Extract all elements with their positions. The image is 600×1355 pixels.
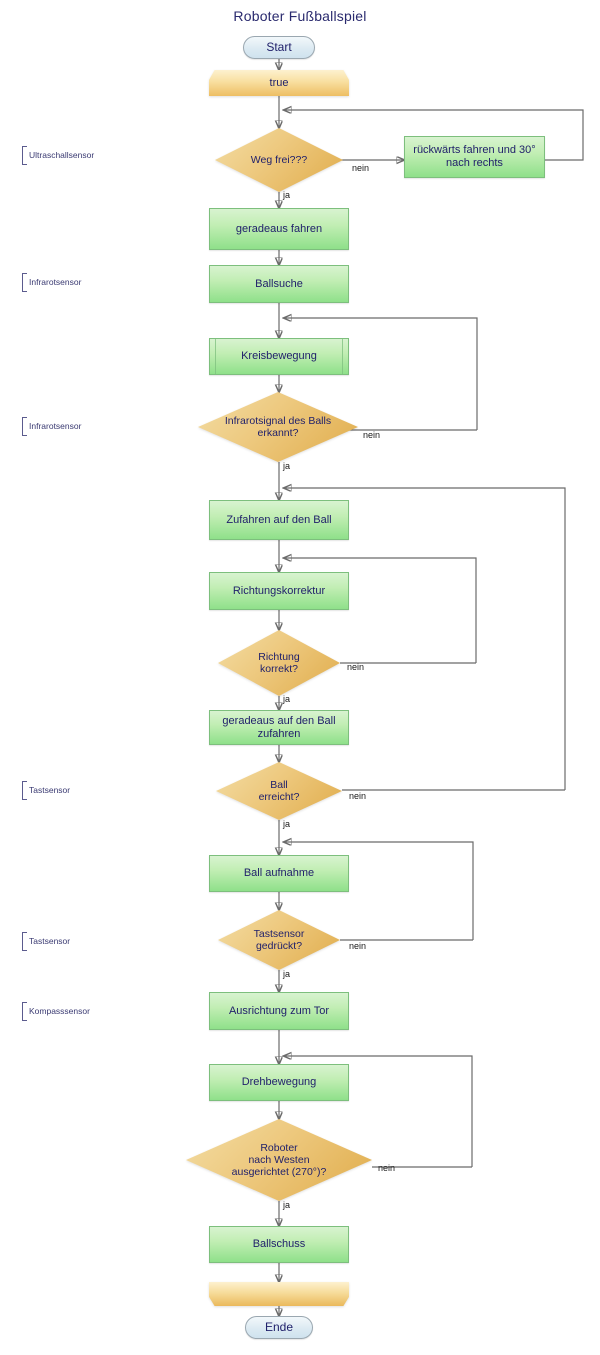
node-loop-end[interactable] xyxy=(209,1282,349,1306)
node-geradeaus-auf-den-ball-zufahren[interactable]: geradeaus auf den Ball zufahren xyxy=(209,710,349,745)
loop-end-shape xyxy=(209,1282,349,1306)
node-zufahren-auf-den-ball[interactable]: Zufahren auf den Ball xyxy=(209,500,349,540)
node-ballschuss-label: Ballschuss xyxy=(252,1238,306,1251)
edge-label-weg-frei-ja: ja xyxy=(283,190,291,200)
decision-shape xyxy=(186,1119,372,1201)
node-richtungskorrektur-label: Richtungskorrektur xyxy=(232,584,326,597)
node-ausrichtung-zum-tor-label: Ausrichtung zum Tor xyxy=(228,1004,330,1017)
edge-label-richtung-ja: ja xyxy=(283,694,291,704)
edge-label-tastsensor-nein: nein xyxy=(349,941,367,951)
edge-label-westen-ja: ja xyxy=(283,1200,291,1210)
node-kreisbewegung[interactable]: Kreisbewegung xyxy=(209,338,349,375)
sensor-text: Infrarotsensor xyxy=(29,277,82,287)
sensor-text: Tastsensor xyxy=(29,936,71,946)
node-ballsuche[interactable]: Ballsuche xyxy=(209,265,349,303)
node-drehbewegung[interactable]: Drehbewegung xyxy=(209,1064,349,1101)
edge-label-ball-erreicht-ja: ja xyxy=(283,819,291,829)
node-kreisbewegung-label: Kreisbewegung xyxy=(241,350,317,363)
node-ballschuss[interactable]: Ballschuss xyxy=(209,1226,349,1263)
node-roboter-nach-westen[interactable]: Roboter nach Westen ausgerichtet (270°)? xyxy=(186,1119,372,1201)
node-geradeaus-fahren[interactable]: geradeaus fahren xyxy=(209,208,349,250)
node-ballsuche-label: Ballsuche xyxy=(255,277,303,290)
node-ball-erreicht[interactable]: Ball erreicht? xyxy=(216,762,342,820)
edge-label-tastsensor-ja: ja xyxy=(283,969,291,979)
edge-label-weg-frei-nein: nein xyxy=(352,163,370,173)
edge-label-westen-nein: nein xyxy=(378,1163,396,1173)
sensor-label-ultraschallsensor: Ultraschallsensor xyxy=(22,146,95,164)
node-drehbewegung-label: Drehbewegung xyxy=(241,1076,317,1089)
node-rueckwaerts-fahren[interactable]: rückwärts fahren und 30° nach rechts xyxy=(404,136,545,178)
sensor-text: Ultraschallsensor xyxy=(29,150,95,160)
page-title: Roboter Fußballspiel xyxy=(233,8,367,24)
node-start-label: Start xyxy=(266,39,292,54)
node-tastsensor-gedrueckt[interactable]: Tastsensor gedrückt? xyxy=(218,910,340,970)
sensor-text: Tastsensor xyxy=(29,785,71,795)
node-start[interactable]: Start xyxy=(243,36,315,59)
node-ende-label: Ende xyxy=(264,1319,294,1334)
decision-shape xyxy=(198,392,358,462)
sensor-text: Infrarotsensor xyxy=(29,421,82,431)
node-geradeaus-fahren-label: geradeaus fahren xyxy=(235,222,323,235)
edge-label-infrarot-nein: nein xyxy=(363,430,381,440)
edge-label-infrarot-ja: ja xyxy=(283,461,291,471)
sensor-label-infrarotsensor-1: Infrarotsensor xyxy=(22,273,82,291)
decision-shape xyxy=(215,128,343,192)
node-ende[interactable]: Ende xyxy=(245,1316,313,1339)
node-zufahren-auf-den-ball-label: Zufahren auf den Ball xyxy=(226,513,332,526)
node-ball-aufnahme[interactable]: Ball aufnahme xyxy=(209,855,349,892)
sensor-label-kompasssensor: Kompasssensor xyxy=(22,1002,90,1020)
node-ausrichtung-zum-tor[interactable]: Ausrichtung zum Tor xyxy=(209,992,349,1030)
node-richtung-korrekt[interactable]: Richtung korrekt? xyxy=(218,630,340,696)
loop-start-shape xyxy=(209,70,349,96)
sensor-label-infrarotsensor-2: Infrarotsensor xyxy=(22,417,82,435)
node-weg-frei[interactable]: Weg frei??? xyxy=(215,128,343,192)
node-geradeaus-auf-den-ball-zufahren-label: geradeaus auf den Ball zufahren xyxy=(222,714,336,740)
node-rueckwaerts-fahren-label: rückwärts fahren und 30° nach rechts xyxy=(413,144,536,169)
edge-label-ball-erreicht-nein: nein xyxy=(349,791,367,801)
node-ball-aufnahme-label: Ball aufnahme xyxy=(243,867,315,880)
decision-shape xyxy=(216,762,342,820)
edge-label-richtung-nein: nein xyxy=(347,662,365,672)
node-infrarotsignal[interactable]: Infrarotsignal des Balls erkannt? xyxy=(198,392,358,462)
sensor-text: Kompasssensor xyxy=(29,1006,90,1016)
decision-shape xyxy=(218,630,340,696)
sensor-label-tastsensor-2: Tastsensor xyxy=(22,932,71,950)
sensor-label-tastsensor-1: Tastsensor xyxy=(22,781,71,799)
node-richtungskorrektur[interactable]: Richtungskorrektur xyxy=(209,572,349,610)
node-loop-start[interactable]: true xyxy=(209,70,349,96)
decision-shape xyxy=(218,910,340,970)
